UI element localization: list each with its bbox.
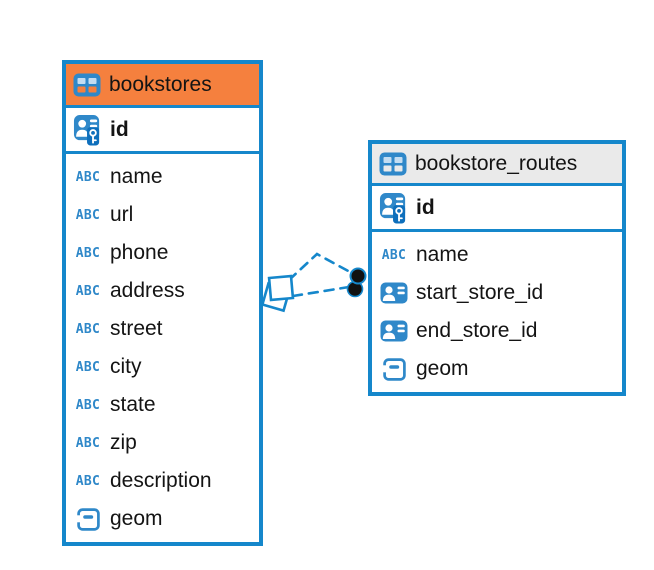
relationship-line[interactable]	[287, 252, 352, 282]
column-row[interactable]: geom	[73, 500, 259, 538]
column-row[interactable]: ABC address	[73, 272, 259, 310]
column-row[interactable]: ABC name	[379, 236, 622, 274]
table-icon	[73, 73, 101, 96]
primary-key-icon	[379, 191, 409, 225]
column-name: url	[110, 203, 134, 226]
relationship-line[interactable]	[291, 285, 351, 298]
abc-icon: ABC	[73, 398, 103, 413]
column-name: description	[110, 469, 212, 492]
column-row[interactable]: ABC url	[73, 196, 259, 234]
primary-key-icon	[73, 113, 103, 147]
person-reference-icon	[380, 320, 408, 342]
geometry-icon	[382, 357, 406, 381]
column-name: phone	[110, 241, 169, 264]
column-row-id[interactable]: id	[66, 108, 259, 154]
abc-text-type-icon: ABC	[75, 321, 101, 337]
table-title: bookstores	[109, 72, 212, 96]
abc-icon: ABC	[73, 474, 103, 489]
person-reference-icon	[380, 282, 408, 304]
column-name: name	[110, 165, 163, 188]
abc-icon: ABC	[73, 246, 103, 261]
columns-list-bookstores: ABC name ABC url ABC phone ABC address	[66, 154, 259, 542]
abc-text-type-icon: ABC	[75, 245, 101, 261]
column-row[interactable]: ABC zip	[73, 424, 259, 462]
abc-text-type-icon: ABC	[381, 247, 407, 263]
column-name: city	[110, 355, 142, 378]
primary-key-label: id	[416, 195, 435, 219]
abc-icon: ABC	[73, 322, 103, 337]
column-row[interactable]: ABC name	[73, 158, 259, 196]
column-row[interactable]: ABC street	[73, 310, 259, 348]
abc-text-type-icon: ABC	[75, 169, 101, 185]
ref-icon	[379, 282, 409, 304]
column-row[interactable]: end_store_id	[379, 312, 622, 350]
column-row[interactable]: ABC state	[73, 386, 259, 424]
table-header-bookstore-routes[interactable]: bookstore_routes	[372, 144, 622, 186]
abc-icon: ABC	[73, 284, 103, 299]
column-name: name	[416, 243, 469, 266]
abc-icon: ABC	[73, 360, 103, 375]
primary-key-label: id	[110, 117, 129, 141]
diamond-marker[interactable]	[260, 274, 295, 313]
column-row[interactable]: ABC description	[73, 462, 259, 500]
abc-text-type-icon: ABC	[75, 435, 101, 451]
abc-text-type-icon: ABC	[75, 397, 101, 413]
abc-icon: ABC	[73, 208, 103, 223]
table-bookstore-routes[interactable]: bookstore_routes id	[368, 140, 626, 396]
column-row[interactable]: ABC phone	[73, 234, 259, 272]
column-row[interactable]: start_store_id	[379, 274, 622, 312]
geom-icon	[379, 357, 409, 381]
abc-text-type-icon: ABC	[75, 359, 101, 375]
column-row[interactable]: ABC city	[73, 348, 259, 386]
column-name: geom	[416, 357, 469, 380]
column-row[interactable]: geom	[379, 350, 622, 388]
endpoint-dot-marker[interactable]	[346, 267, 367, 298]
column-name: state	[110, 393, 156, 416]
column-name: start_store_id	[416, 281, 544, 304]
geom-icon	[73, 507, 103, 531]
column-name: address	[110, 279, 185, 302]
abc-text-type-icon: ABC	[75, 207, 101, 223]
column-name: zip	[110, 431, 137, 454]
abc-icon: ABC	[379, 248, 409, 263]
table-bookstores[interactable]: bookstores id	[62, 60, 263, 546]
column-name: street	[110, 317, 163, 340]
ref-icon	[379, 320, 409, 342]
column-name: geom	[110, 507, 163, 530]
table-title: bookstore_routes	[415, 151, 578, 175]
abc-icon: ABC	[73, 170, 103, 185]
abc-text-type-icon: ABC	[75, 473, 101, 489]
columns-list-bookstore-routes: ABC name start_store_id	[372, 232, 622, 392]
table-header-bookstores[interactable]: bookstores	[66, 64, 259, 108]
column-name: end_store_id	[416, 319, 538, 342]
geometry-icon	[76, 507, 100, 531]
table-icon	[379, 152, 407, 175]
abc-icon: ABC	[73, 436, 103, 451]
abc-text-type-icon: ABC	[75, 283, 101, 299]
column-row-id[interactable]: id	[372, 186, 622, 232]
